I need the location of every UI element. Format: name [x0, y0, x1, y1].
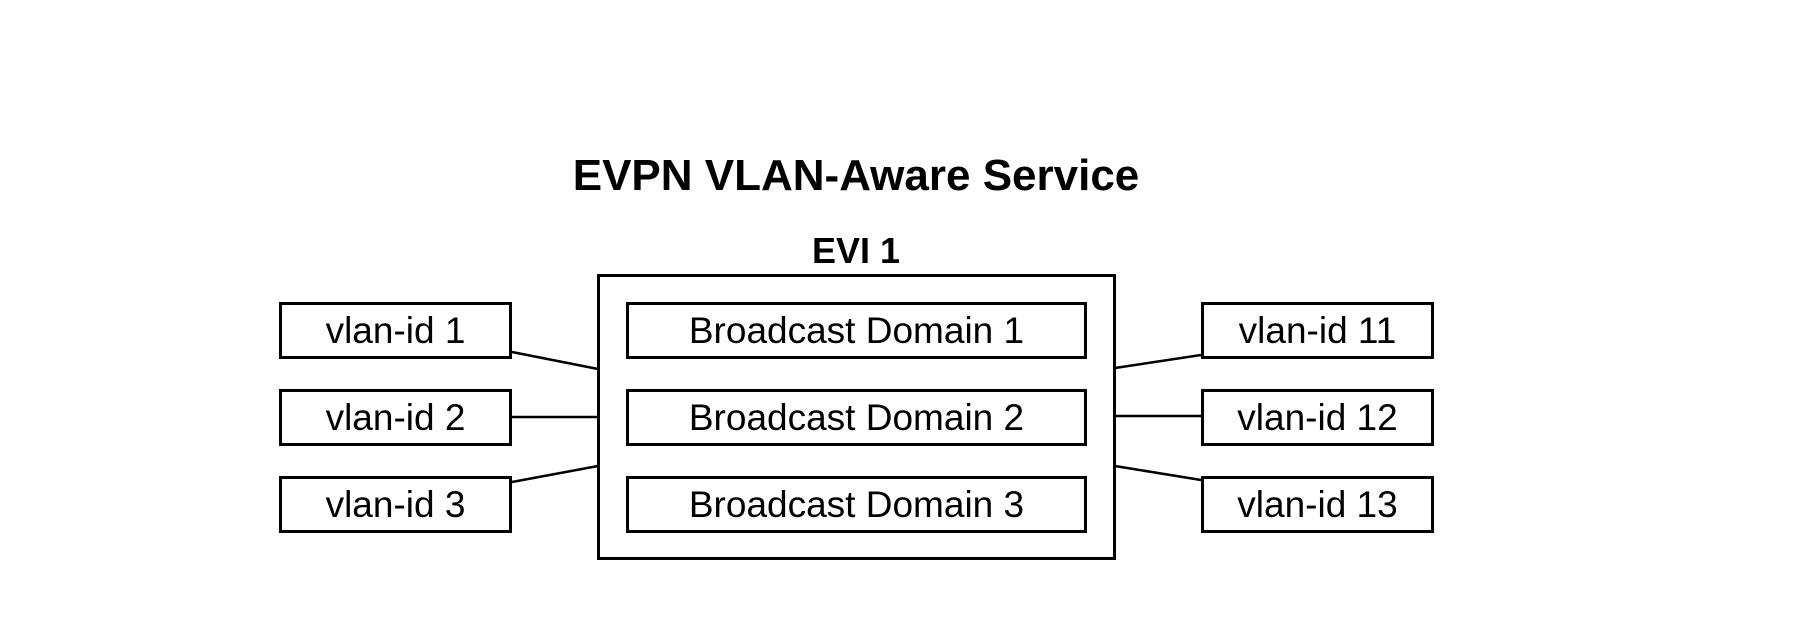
vlan-box-right-2: vlan-id 12	[1201, 389, 1434, 446]
evi-label: EVI 1	[811, 230, 901, 271]
connector-line-right-3	[1114, 464, 1202, 482]
connector-line-right-1	[1114, 353, 1202, 370]
connector-line-left-1	[511, 350, 599, 371]
vlan-box-left-2: vlan-id 2	[279, 389, 512, 446]
broadcast-domain-box-1: Broadcast Domain 1	[626, 302, 1087, 359]
vlan-box-left-1: vlan-id 1	[279, 302, 512, 359]
broadcast-domain-box-2: Broadcast Domain 2	[626, 389, 1087, 446]
vlan-box-left-3: vlan-id 3	[279, 476, 512, 533]
vlan-box-right-1: vlan-id 11	[1201, 302, 1434, 359]
diagram-title: EVPN VLAN-Aware Service	[572, 151, 1140, 200]
vlan-box-right-3: vlan-id 13	[1201, 476, 1434, 533]
broadcast-domain-box-3: Broadcast Domain 3	[626, 476, 1087, 533]
connector-line-left-3	[511, 464, 599, 484]
